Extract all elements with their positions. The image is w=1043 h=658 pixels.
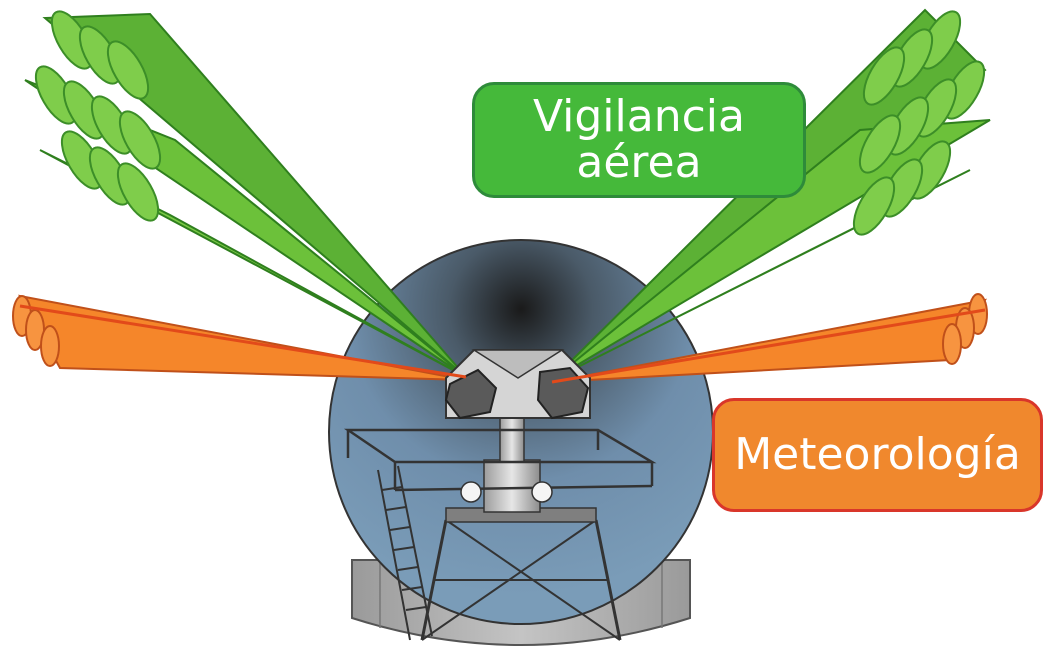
- air-surveillance-label-line1: Vigilancia: [533, 90, 745, 142]
- meteorology-beam-right: [551, 293, 988, 383]
- air-surveillance-beam-left: [24, 10, 467, 378]
- meteorology-label: Meteorología: [712, 398, 1043, 512]
- meteorology-label-text: Meteorología: [734, 428, 1021, 480]
- radar-tower: [343, 409, 657, 641]
- air-surveillance-label: Vigilancia aérea: [472, 82, 806, 198]
- air-surveillance-label-line2: aérea: [576, 137, 702, 188]
- antenna-head: [444, 349, 591, 420]
- beam-origin-lines: [19, 304, 986, 384]
